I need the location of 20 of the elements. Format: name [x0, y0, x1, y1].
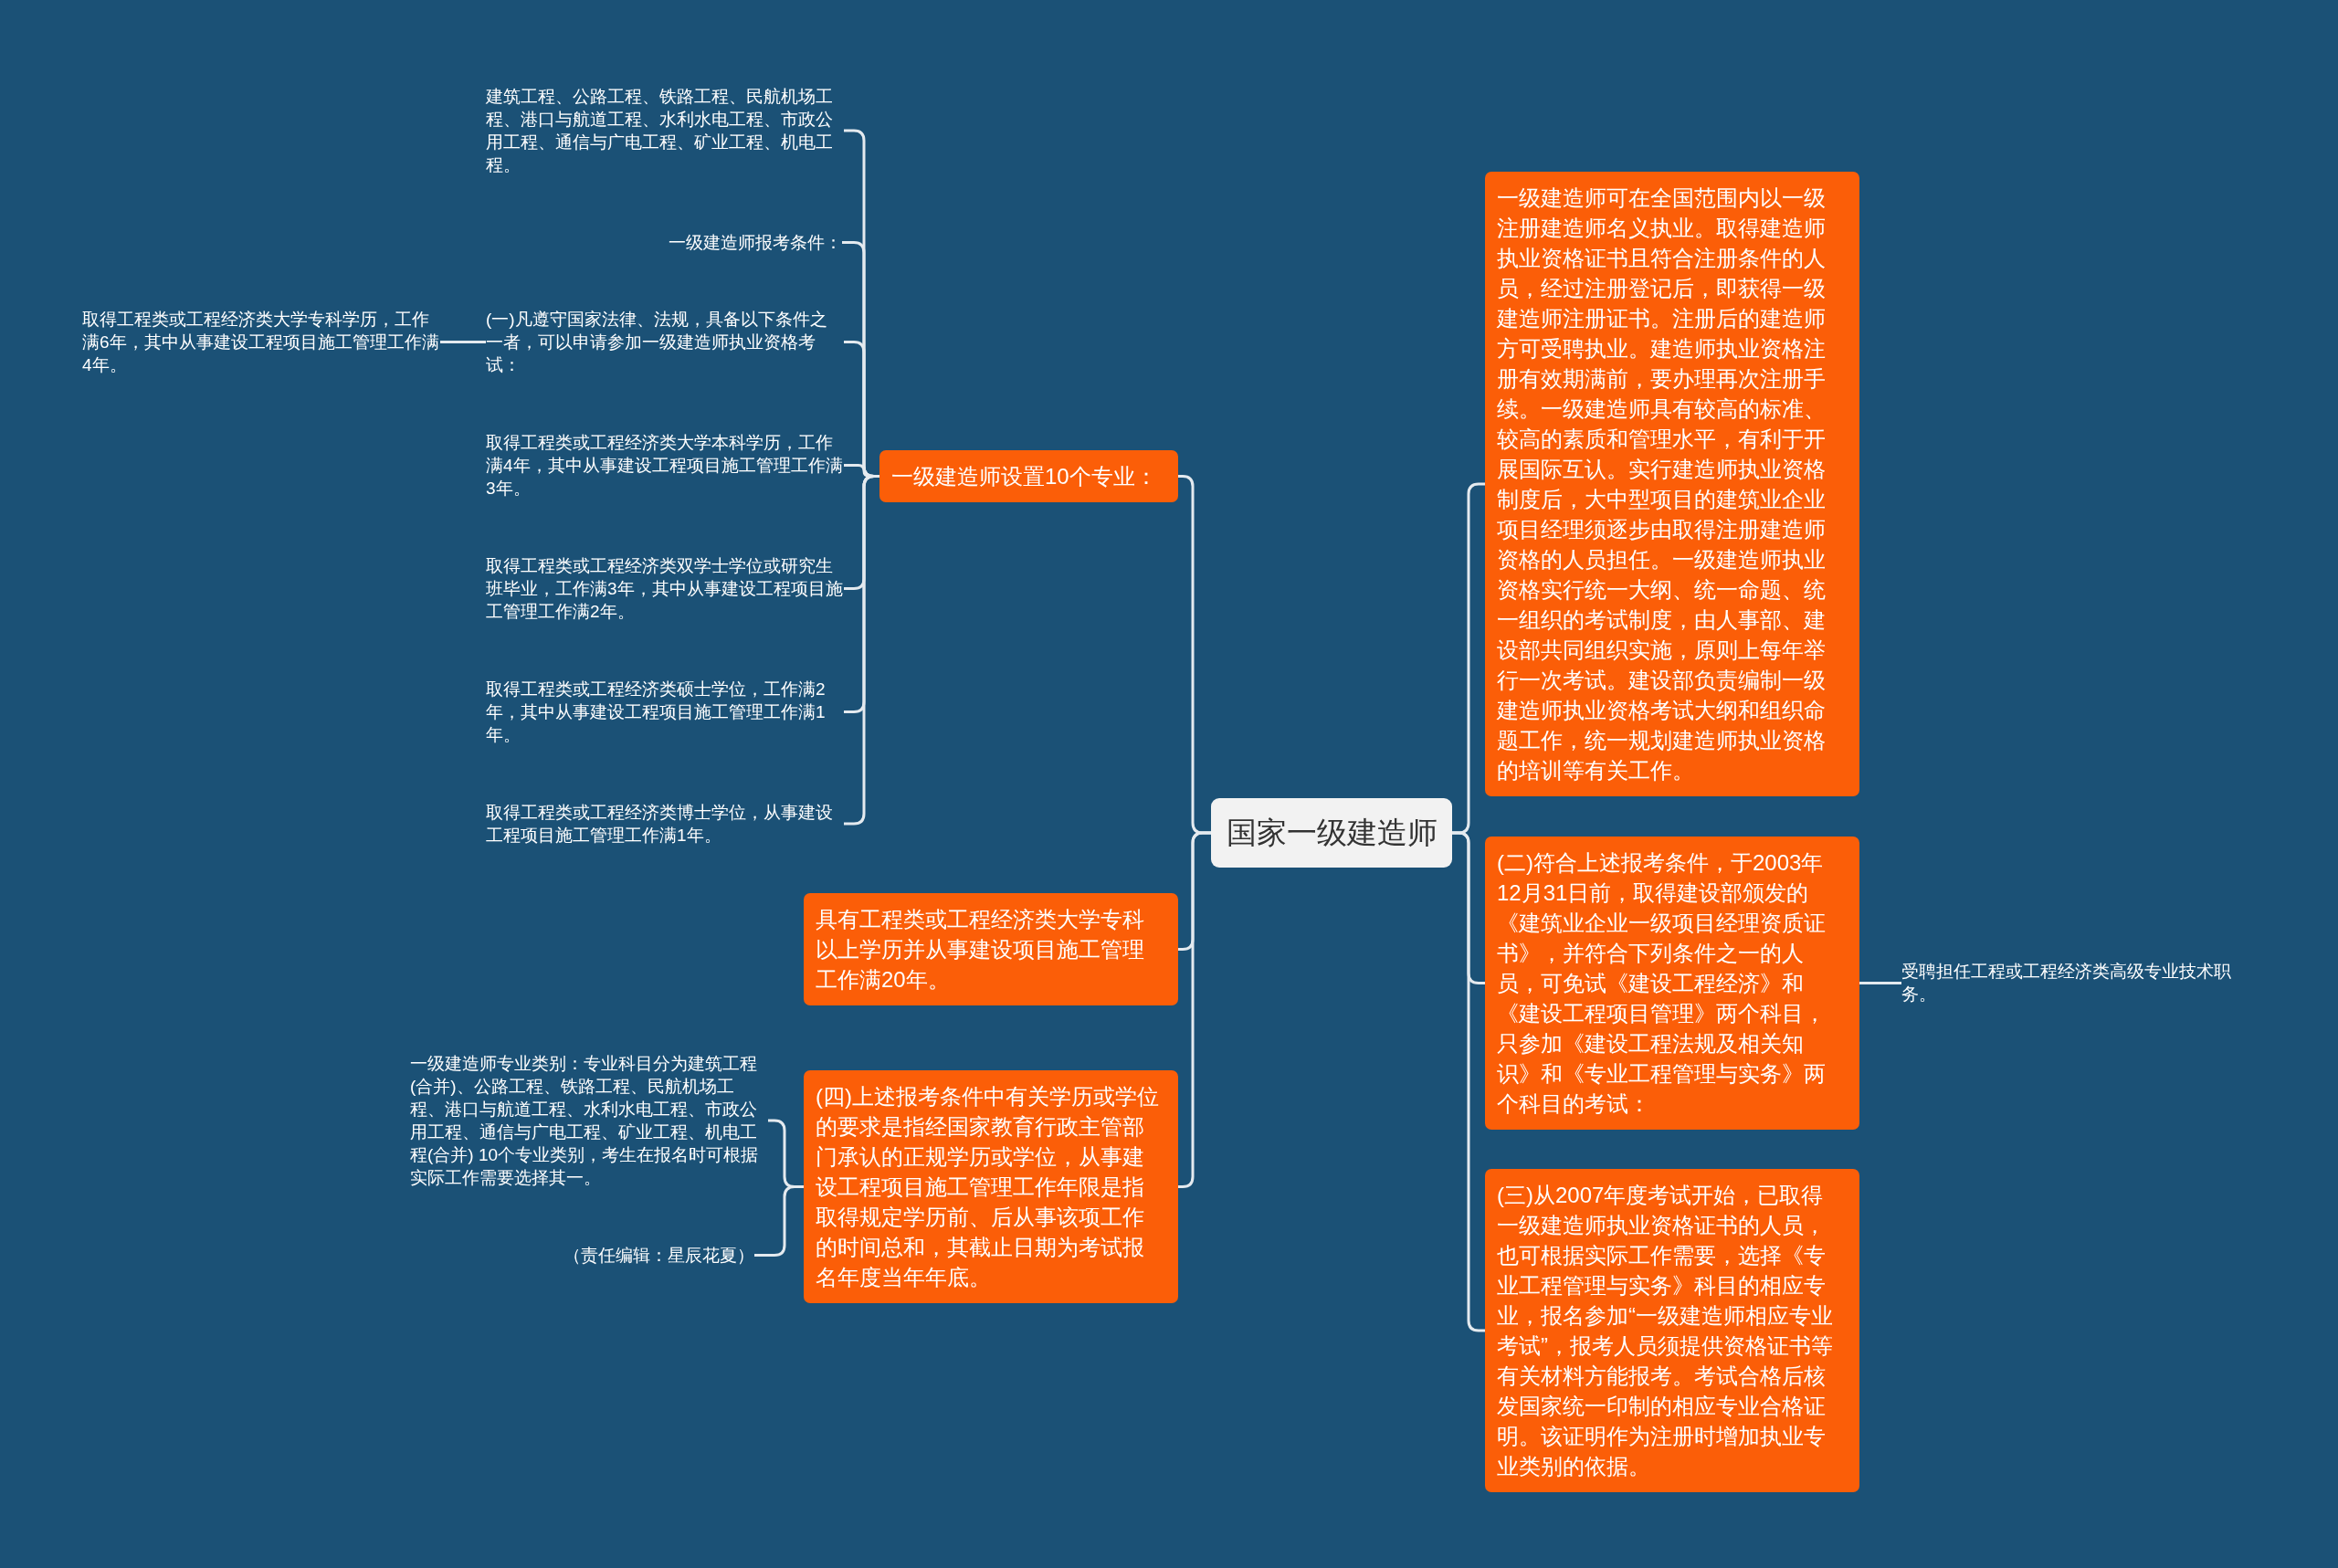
- subtopic-text: 一级建造师专业类别：专业科目分为建筑工程(合并)、公路工程、铁路工程、民航机场工程、港口与航道工程、水利水电工程、市政公用工程、通信与广电工程、矿业工程、机电工程(合并) 10个专业类别，考生在报名时可根据实际工作需要选择其一。: [410, 1052, 768, 1189]
- subtopic-text: 取得工程类或工程经济类博士学位，从事建设工程项目施工管理工作满1年。: [486, 801, 844, 847]
- topic-box: (三)从2007年度考试开始，已取得一级建造师执业资格证书的人员，也可根据实际工作需要，选择《专业工程管理与实务》科目的相应专业，报名参加“一级建造师相应专业考试”，报考人员须提供资格证书等有关材料方能报考。考试合格后核发国家统一印制的相应专业合格证明。该证明作为注册时增加执业专业类别的依据。: [1485, 1169, 1859, 1492]
- topic-box: 一级建造师设置10个专业：: [879, 450, 1178, 502]
- subtopic-text: （责任编辑：星辰花夏）: [563, 1244, 754, 1267]
- subtopic-text: 一级建造师报考条件：: [669, 231, 842, 254]
- topic-box: 具有工程类或工程经济类大学专科以上学历并从事建设项目施工管理工作满20年。: [804, 893, 1178, 1005]
- connector-line: [440, 341, 486, 343]
- subtopic-text: 取得工程类或工程经济类双学士学位或研究生班毕业，工作满3年，其中从事建设工程项目施工管理工作满2年。: [486, 554, 844, 623]
- subtopic-text: 取得工程类或工程经济类大学本科学历，工作满4年，其中从事建设工程项目施工管理工作满3年。: [486, 431, 844, 500]
- topic-box: (二)符合上述报考条件，于2003年12月31日前，取得建设部颁发的《建筑业企业一级项目经理资质证书》，并符合下列条件之一的人员，可免试《建设工程经济》和《建设工程项目管理》两个科目，只参加《建设工程法规及相关知识》和《专业工程管理与实务》两个科目的考试：: [1485, 837, 1859, 1130]
- subtopic-text: 取得工程类或工程经济类大学专科学历，工作满6年，其中从事建设工程项目施工管理工作满4年。: [82, 308, 440, 376]
- topic-box: (四)上述报考条件中有关学历或学位的要求是指经国家教育行政主管部门承认的正规学历或学位，从事建设工程项目施工管理工作年限是指取得规定学历前、后从事该项工作的时间总和，其截止日期为考试报名年度当年年底。: [804, 1070, 1178, 1303]
- central-topic-box: 国家一级建造师: [1211, 798, 1452, 868]
- topic-box: 一级建造师可在全国范围内以一级注册建造师名义执业。取得建造师执业资格证书且符合注册条件的人员，经过注册登记后，即获得一级建造师注册证书。注册后的建造师方可受聘执业。建造师执业资格注册有效期满前，要办理再次注册手续。一级建造师具有较高的标准、较高的素质和管理水平，有利于开展国际互认。实行建造师执业资格制度后，大中型项目的建筑业企业项目经理须逐步由取得注册建造师资格的人员担任。一级建造师执业资格实行统一大纲、统一命题、统一组织的考试制度，由人事部、建设部共同组织实施，原则上每年举行一次考试。建设部负责编制一级建造师执业资格考试大纲和组织命题工作，统一规划建造师执业资格的培训等有关工作。: [1485, 172, 1859, 796]
- subtopic-text: (一)凡遵守国家法律、法规，具备以下条件之一者，可以申请参加一级建造师执业资格考试：: [486, 308, 844, 376]
- subtopic-text: 取得工程类或工程经济类硕士学位，工作满2年，其中从事建设工程项目施工管理工作满1年。: [486, 678, 844, 746]
- connector-line: [1859, 982, 1901, 984]
- subtopic-text: 受聘担任工程或工程经济类高级专业技术职务。: [1901, 960, 2259, 1005]
- subtopic-text: 建筑工程、公路工程、铁路工程、民航机场工程、港口与航道工程、水利水电工程、市政公用工程、通信与广电工程、矿业工程、机电工程。: [486, 85, 844, 176]
